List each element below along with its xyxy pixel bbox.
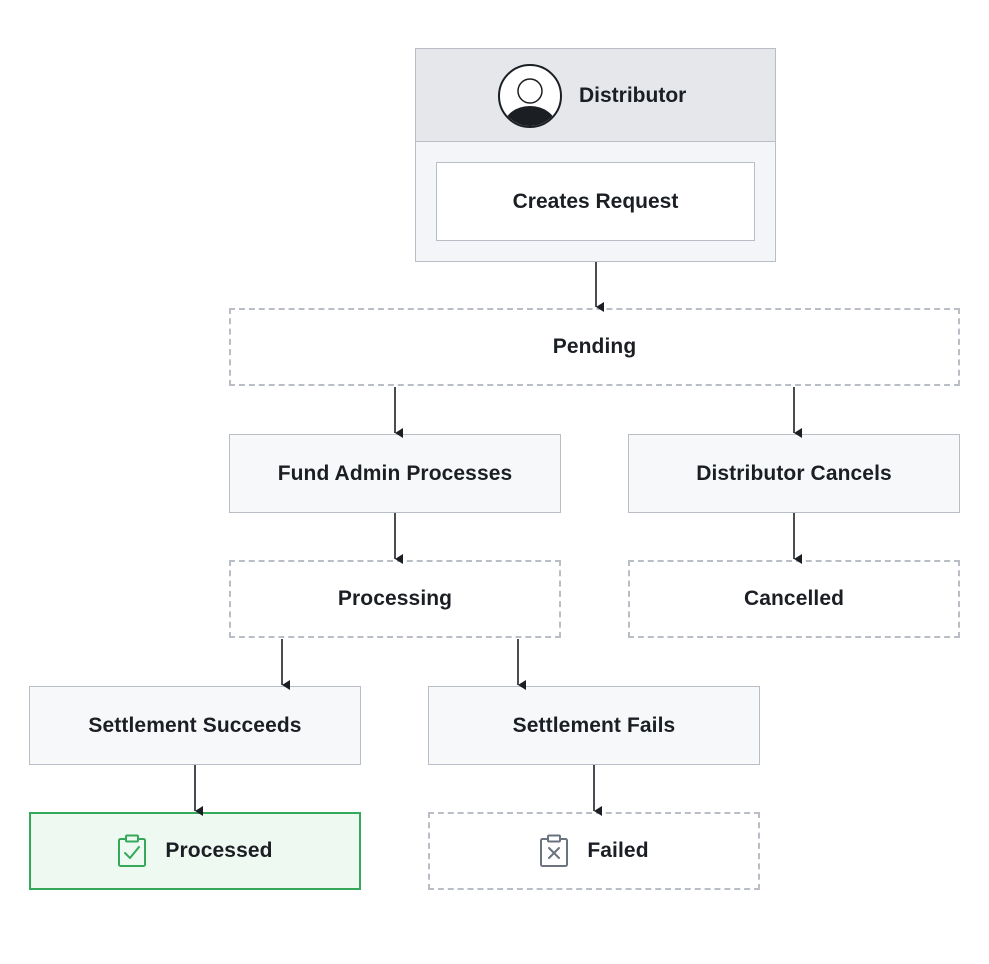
- action-settlement-fails: Settlement Fails: [428, 686, 760, 765]
- actor-header: Distributor: [416, 49, 775, 142]
- state-processed: Processed: [29, 812, 361, 890]
- creates-request-step: Creates Request: [436, 162, 755, 241]
- clipboard-check-icon: [118, 834, 147, 867]
- state-processed-label: Processed: [165, 839, 273, 862]
- user-avatar-icon: [498, 64, 562, 128]
- actor-name: Distributor: [579, 83, 687, 107]
- action-settlement-succeeds: Settlement Succeeds: [29, 686, 361, 765]
- clipboard-x-icon: [540, 834, 569, 867]
- action-fund-admin-processes: Fund Admin Processes: [229, 434, 561, 513]
- distributor-actor-card: Distributor Creates Request: [415, 48, 776, 262]
- state-cancelled: Cancelled: [628, 560, 960, 638]
- state-failed-label: Failed: [587, 839, 649, 862]
- state-failed: Failed: [428, 812, 760, 890]
- action-distributor-cancels: Distributor Cancels: [628, 434, 960, 513]
- state-processing: Processing: [229, 560, 561, 638]
- state-pending: Pending: [229, 308, 960, 386]
